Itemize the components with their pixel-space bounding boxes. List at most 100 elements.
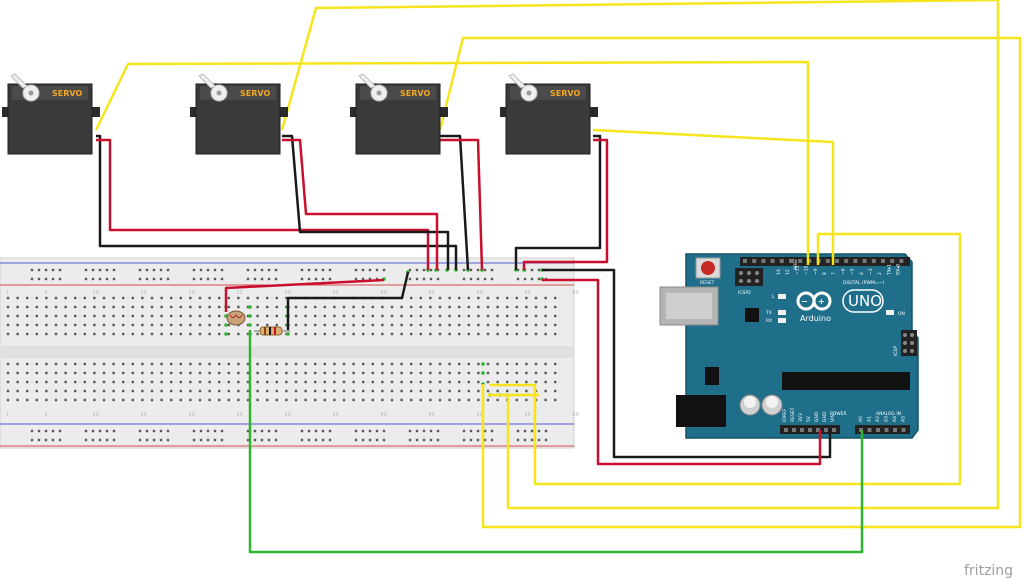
black-jumper-resistor-gnd [286, 271, 410, 330]
column-number: 45 [428, 290, 434, 296]
breadboard: 1155101015152020252530303535404045455050… [0, 257, 579, 449]
tx-led [778, 310, 786, 315]
column-number: 30 [284, 290, 290, 296]
wires [94, 0, 1022, 554]
red-wire-servo4-vcc [522, 138, 609, 270]
servo-label: SERVO [52, 89, 82, 98]
column-number: 20 [188, 412, 194, 418]
digital-pin-label: 8 [822, 272, 828, 275]
digital-pin-label: ~5 [850, 268, 856, 275]
svg-text:ICSP2: ICSP2 [738, 290, 751, 296]
black-wire-servo4-gnd [514, 134, 602, 270]
column-number: 25 [236, 290, 242, 296]
svg-text:AREF: AREF [793, 258, 799, 270]
servo-motor: SERVO [350, 73, 448, 155]
column-number: 45 [428, 412, 434, 418]
reset-button[interactable] [701, 261, 715, 275]
svg-text:TX: TX [765, 310, 772, 316]
digital-pin-label: TX▸1 [886, 264, 892, 276]
column-number: 50 [476, 412, 482, 418]
red-wire-rail-to-5v [542, 278, 822, 466]
atmega-chip [782, 372, 910, 390]
power-pin-label: GND [814, 411, 820, 422]
reset-label: RESET [700, 280, 715, 286]
digital-label: DIGITAL (PWM=~) [843, 280, 884, 286]
rx-led [778, 318, 786, 323]
svg-text:RX: RX [766, 318, 772, 324]
column-number: 55 [524, 290, 530, 296]
column-number: 1 [6, 412, 9, 418]
digital-pin-label: ~3 [868, 268, 874, 275]
svg-text:ON: ON [898, 311, 905, 317]
analog-pin-label: A0 [858, 416, 864, 422]
column-number: 15 [140, 290, 146, 296]
icsp-header: ICSP [893, 330, 917, 356]
servo-motor: SERVO [500, 73, 598, 155]
column-number: 5 [44, 290, 47, 296]
digital-pin-label: ~6 [840, 268, 846, 275]
column-number: 10 [92, 290, 98, 296]
on-led [886, 310, 894, 315]
uno-label: UNO [848, 292, 882, 310]
svg-text:ANALOG IN: ANALOG IN [876, 411, 901, 417]
column-number: 60 [572, 412, 578, 418]
servo-motor: SERVO [190, 73, 288, 155]
column-number: 25 [236, 412, 242, 418]
servos: SERVO SERVO SERVO SERVO [2, 73, 598, 155]
svg-text:L: L [772, 294, 775, 300]
column-number: 40 [380, 290, 386, 296]
column-number: 5 [44, 412, 47, 418]
l-led [778, 294, 786, 299]
column-number: 20 [188, 290, 194, 296]
digital-pin-label: ~10 [804, 265, 810, 275]
analog-pin-label: A4 [892, 416, 898, 422]
digital-pin-label: 2 [877, 272, 883, 275]
servo-label: SERVO [550, 89, 580, 98]
arduino-brand: Arduino [800, 314, 831, 323]
power-pin-label: VIN [830, 414, 836, 422]
column-number: 40 [380, 412, 386, 418]
power-pin-label: IOREF [782, 408, 788, 422]
column-number: 35 [332, 290, 338, 296]
analog-pin-label: A1 [867, 416, 873, 422]
resistor [254, 326, 290, 336]
column-number: 55 [524, 412, 530, 418]
digital-pin-label: 4 [859, 272, 865, 275]
usb-chip [745, 308, 759, 322]
digital-pin-label: 13 [776, 269, 782, 275]
servo-motor: SERVO [2, 73, 100, 155]
black-wire-rail-to-gnd [542, 268, 832, 459]
power-pin-label: 3V3 [798, 413, 804, 422]
yellow-wire-servo4-signal [592, 128, 835, 265]
power-pin-label: GND [822, 411, 828, 422]
svg-text:ICSP: ICSP [893, 346, 899, 356]
yellow-wire-servo1-signal [94, 60, 810, 265]
analog-pin-label: A5 [901, 416, 907, 422]
fritzing-watermark: fritzing [964, 563, 1013, 579]
column-number: 50 [476, 290, 482, 296]
red-wire-servo2-vcc [282, 138, 439, 270]
black-wire-servo2-gnd [282, 134, 450, 270]
black-wire-servo1-gnd [96, 134, 458, 270]
red-wire-servo1-vcc [96, 138, 430, 270]
red-wire-servo3-vcc [440, 138, 484, 271]
analog-pin-label: A3 [884, 416, 890, 422]
column-number: 30 [284, 412, 290, 418]
servo-label: SERVO [240, 89, 270, 98]
column-number: 60 [572, 290, 578, 296]
digital-pin-label: 7 [831, 272, 837, 275]
black-wire-servo3-gnd [440, 134, 470, 271]
column-number: 10 [92, 412, 98, 418]
arduino-logo: − + UNO Arduino [796, 289, 884, 323]
power-pin-label: RESET [790, 407, 796, 422]
analog-header [855, 425, 910, 434]
svg-text:+: + [818, 297, 825, 306]
photoresistor [226, 310, 246, 326]
dc-power-jack [676, 395, 726, 427]
digital-pin-label: 12 [785, 269, 791, 275]
svg-text:POWER: POWER [830, 411, 847, 417]
column-number: 35 [332, 412, 338, 418]
digital-header [740, 257, 910, 266]
